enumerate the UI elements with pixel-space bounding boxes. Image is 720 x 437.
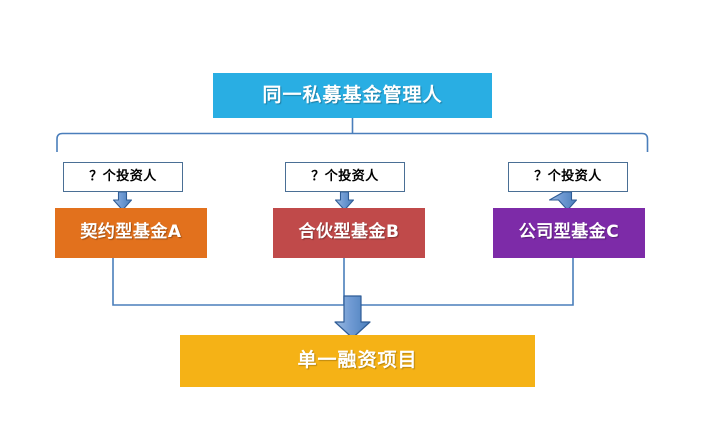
node-investor-note-c-label: ？个投资人 — [534, 168, 602, 184]
arrow-funds-to-project — [334, 295, 371, 339]
node-fund-a-label: 契约型基金A — [80, 222, 182, 243]
node-investor-note-b[interactable]: ？个投资人 — [285, 162, 405, 192]
node-investor-note-a-label: ？个投资人 — [89, 168, 157, 184]
node-fund-manager[interactable]: 同一私募基金管理人 — [213, 73, 492, 118]
node-investor-note-a[interactable]: ？个投资人 — [63, 162, 183, 192]
fund-a-drop-line — [112, 258, 352, 306]
node-fund-c[interactable]: 公司型基金C — [493, 208, 645, 258]
node-fund-a[interactable]: 契约型基金A — [55, 208, 207, 258]
node-investor-note-c[interactable]: ？个投资人 — [508, 162, 628, 192]
node-fund-b-label: 合伙型基金B — [298, 222, 400, 243]
node-fund-b[interactable]: 合伙型基金B — [273, 208, 425, 258]
node-fund-c-label: 公司型基金C — [518, 222, 620, 243]
node-investor-note-b-label: ？个投资人 — [311, 168, 379, 184]
node-fund-manager-label: 同一私募基金管理人 — [262, 83, 443, 106]
node-financing-project-label: 单一融资项目 — [297, 349, 418, 372]
manager-to-funds-bracket — [56, 132, 649, 152]
node-financing-project[interactable]: 单一融资项目 — [180, 335, 535, 387]
fund-c-drop-line — [353, 258, 574, 306]
